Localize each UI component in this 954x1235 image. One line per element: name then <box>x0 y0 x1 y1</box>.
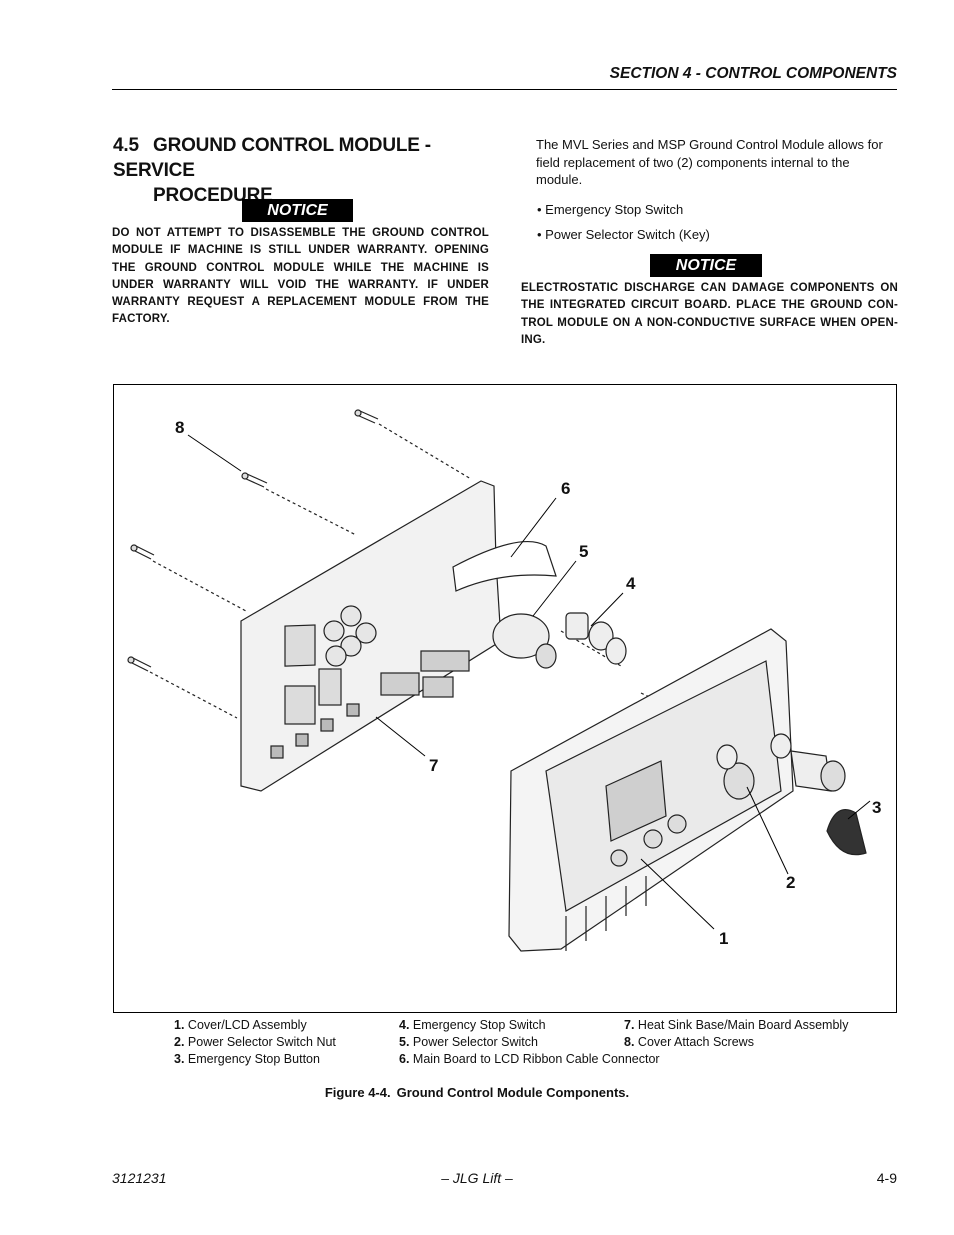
emergency-stop-button <box>790 750 846 792</box>
footer-page-number: 4-9 <box>876 1170 897 1186</box>
callout-5: 5 <box>579 542 588 561</box>
callout-8: 8 <box>175 418 184 437</box>
legend-item: 2. Power Selector Switch Nut <box>174 1035 336 1050</box>
notice-text-left: DO NOT ATTEMPT TO DISASSEMBLE THE GROUND… <box>112 227 489 326</box>
cover-lcd-assembly <box>508 628 794 952</box>
footer-doc-number: 3121231 <box>112 1170 167 1186</box>
header-rule <box>112 89 897 90</box>
main-board <box>240 480 502 792</box>
legend-column-2: 4. Emergency Stop Switch 5. Power Select… <box>399 1017 660 1069</box>
notice-badge-left: NOTICE <box>242 199 353 222</box>
legend-item: 1. Cover/LCD Assembly <box>174 1018 307 1032</box>
caption-label: Figure 4-4. <box>324 1085 391 1100</box>
notice-text-right: ELECTROSTATIC DISCHARGE CAN DAMAGE COMPO… <box>521 282 898 346</box>
legend-item: 3. Emergency Stop Button <box>174 1052 320 1067</box>
section-header: SECTION 4 - CONTROL COMPONENTS <box>609 65 897 82</box>
emergency-stop-switch <box>565 612 627 665</box>
intro-paragraph: The MVL Series and MSP Ground Control Mo… <box>536 137 883 187</box>
callout-6: 6 <box>561 479 570 498</box>
heading-title-line1: GROUND CONTROL MODULE - SERVICE <box>113 135 431 181</box>
caption-text: Ground Control Module Components. <box>396 1085 630 1100</box>
exploded-diagram: 8 6 5 4 7 3 2 1 <box>127 409 881 952</box>
callout-2: 2 <box>786 873 795 892</box>
figure-caption: Figure 4-4. Ground Control Module Compone… <box>0 1085 954 1100</box>
legend-item: 7. Heat Sink Base/Main Board Assembly <box>624 1018 849 1032</box>
footer-publisher: – JLG Lift – <box>441 1170 513 1186</box>
notice-badge-right: NOTICE <box>650 254 762 277</box>
callout-7: 7 <box>429 756 438 775</box>
list-item: • Emergency Stop Switch <box>537 202 684 217</box>
legend-item: 8. Cover Attach Screws <box>624 1035 754 1050</box>
power-selector-switch <box>492 613 557 669</box>
list-item: • Power Selector Switch (Key) <box>537 227 710 242</box>
legend-item: 4. Emergency Stop Switch <box>399 1018 546 1032</box>
callout-1: 1 <box>719 929 728 948</box>
heading-number: 4.5 <box>113 135 139 156</box>
legend-item: 6. Main Board to LCD Ribbon Cable Connec… <box>399 1052 660 1067</box>
legend-column-1: 1. Cover/LCD Assembly 2. Power Selector … <box>174 1017 336 1069</box>
callout-4: 4 <box>626 574 636 593</box>
callout-3: 3 <box>872 798 881 817</box>
legend-item: 5. Power Selector Switch <box>399 1035 538 1050</box>
component-list: • Emergency Stop Switch • Power Selector… <box>537 197 710 247</box>
legend-column-3: 7. Heat Sink Base/Main Board Assembly 8.… <box>624 1017 848 1051</box>
key-icon <box>826 809 867 856</box>
figure-frame: 8 6 5 4 7 3 2 1 <box>113 384 897 1013</box>
screw-icon <box>127 409 379 672</box>
